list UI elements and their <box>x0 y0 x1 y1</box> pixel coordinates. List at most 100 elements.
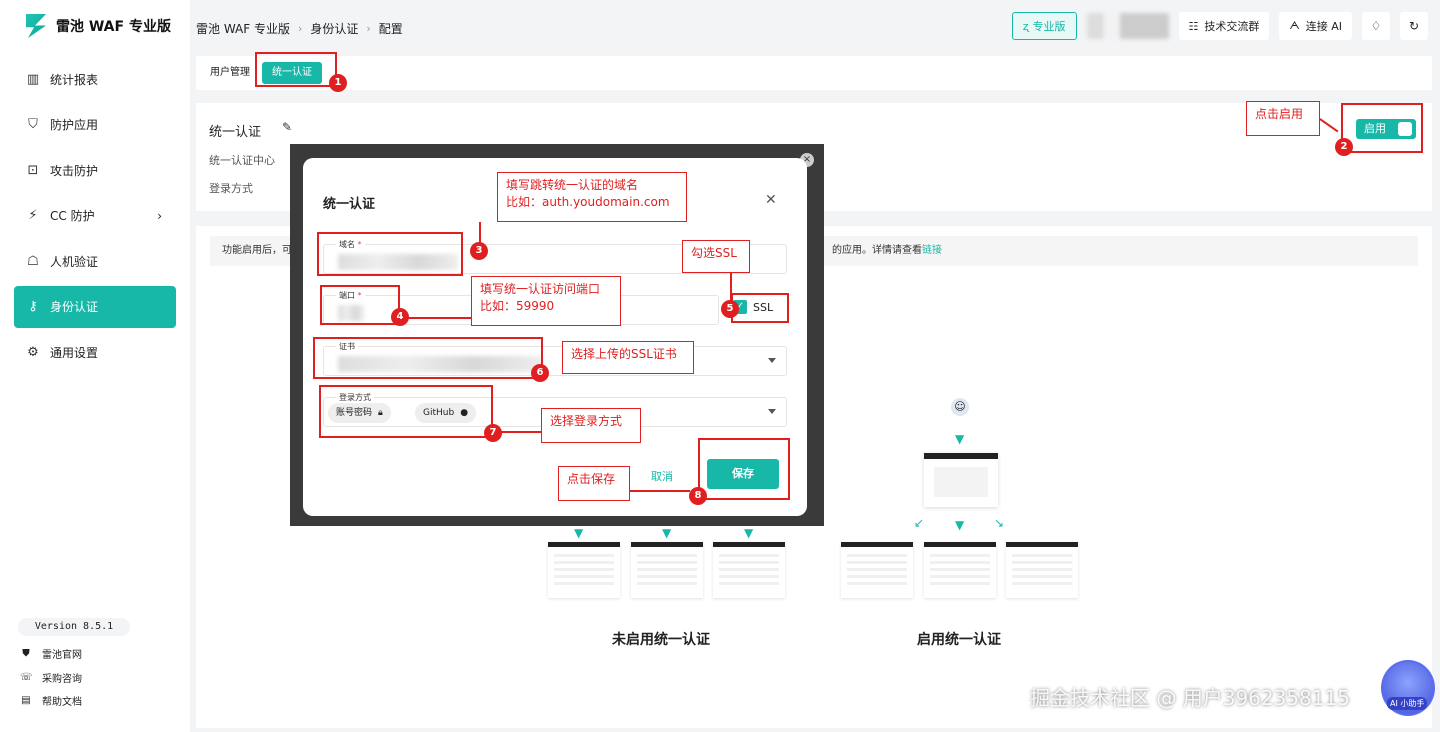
annotation-step-2: 2 <box>1335 138 1353 156</box>
bar-chart-icon: ▥ <box>26 71 40 87</box>
annotation-box-ssl <box>731 293 789 323</box>
annotation-note-save: 点击保存 <box>558 466 630 501</box>
annotation-step-4: 4 <box>391 308 409 326</box>
annotation-box-port <box>320 285 400 325</box>
shield-logo-icon: ⛊ <box>22 648 30 660</box>
footer-link-docs[interactable]: ▤帮助文档 <box>21 695 82 709</box>
arrow-down-icon: ▼ <box>955 432 965 446</box>
sidebar: 雷池 WAF 专业版 ▥统计报表 ⛉防护应用 ⊡攻击防护 ⚡CC 防护› ☖人机… <box>0 0 190 732</box>
domain-value-blurred <box>338 254 458 270</box>
sidebar-item-attack[interactable]: ⊡攻击防护 <box>27 162 99 178</box>
annotation-line <box>493 431 541 433</box>
breadcrumb-item[interactable]: 雷池 WAF 专业版 <box>196 22 290 36</box>
chevron-right-icon: › <box>297 22 303 35</box>
chevron-right-icon: › <box>157 208 162 223</box>
sidebar-nav: ▥统计报表 ⛉防护应用 ⊡攻击防护 ⚡CC 防护› ☖人机验证 ⚷身份认证 ⚙通… <box>14 58 176 377</box>
chip-password[interactable]: 账号密码🔒︎ <box>328 403 391 423</box>
chip-github[interactable]: GitHub● <box>415 403 477 423</box>
diagram-app-screen <box>924 542 996 598</box>
enable-toggle[interactable]: 启用 <box>1356 119 1416 139</box>
annotation-step-6: 6 <box>531 364 549 382</box>
user-account-blurred[interactable] <box>1086 13 1169 39</box>
certificate-select[interactable]: 证书 <box>323 341 787 376</box>
info-text-left: 功能启用后，可 <box>222 245 292 256</box>
sidebar-item-cc[interactable]: ⚡CC 防护› <box>14 195 176 237</box>
docs-link[interactable]: 链接 <box>922 245 942 256</box>
annotation-step-3: 3 <box>470 242 488 260</box>
sidebar-item-stats[interactable]: ▥统计报表 <box>26 71 99 87</box>
annotation-line <box>400 317 472 319</box>
port-value-blurred <box>338 305 364 321</box>
github-icon: ● <box>460 408 469 418</box>
community-button[interactable]: ☷技术交流群 <box>1178 12 1270 40</box>
diagram-label-disabled: 未启用统一认证 <box>612 632 710 648</box>
annotation-step-7: 7 <box>484 424 502 442</box>
modal-title: 统一认证 <box>323 197 376 212</box>
sidebar-item-apps[interactable]: ⛉防护应用 <box>14 104 176 146</box>
info-text-right: 的应用。详情请查看链接 <box>832 245 942 256</box>
arrow-down-icon: ▼ <box>574 526 584 540</box>
config-row-login: 登录方式 <box>209 182 253 195</box>
breadcrumb-item-current: 配置 <box>378 22 403 36</box>
app-logo[interactable]: 雷池 WAF 专业版 <box>24 12 171 40</box>
sidebar-item-captcha[interactable]: ☖人机验证 <box>27 253 99 269</box>
ai-assistant-button[interactable]: AI 小助手 <box>1381 660 1435 716</box>
annotation-note-enable: 点击启用 <box>1246 101 1320 136</box>
cert-value-blurred <box>338 356 543 372</box>
ai-icon: ᗅ <box>1289 19 1300 32</box>
diagram-auth-box <box>924 453 998 507</box>
users-icon: ☷ <box>1188 19 1199 33</box>
domain-field[interactable]: 域名 * <box>323 239 787 274</box>
cancel-button[interactable]: 取消 <box>651 470 673 483</box>
app-name: 雷池 WAF 专业版 <box>56 19 171 35</box>
sidebar-item-auth[interactable]: ⚷身份认证 <box>14 285 176 328</box>
annotation-box-tab <box>255 52 337 87</box>
tab-unified-auth[interactable]: 统一认证 <box>262 62 322 84</box>
annotation-box-domain <box>317 232 463 276</box>
annotation-box-toggle <box>1341 103 1423 153</box>
book-icon: ▤ <box>21 695 31 707</box>
config-row-center: 统一认证中心 <box>209 154 275 167</box>
attack-icon: ⊡ <box>27 162 39 178</box>
annotation-box-cert <box>313 337 543 379</box>
annotation-box-save <box>698 438 790 500</box>
arrow-down-icon: ▼ <box>955 518 965 532</box>
theme-shirt-button[interactable]: ♢ <box>1362 12 1390 40</box>
chevron-right-icon: › <box>366 22 371 35</box>
cert-label: 证书 <box>336 341 358 352</box>
edit-icon[interactable]: ✎ <box>282 120 293 134</box>
safeline-logo-icon <box>24 12 48 40</box>
annotation-box-login <box>319 385 493 438</box>
lock-icon: 🔒︎ <box>378 408 383 418</box>
version-badge: Version 8.5.1 <box>18 618 130 636</box>
key-icon: ⚷ <box>28 299 38 314</box>
diagram-app-screen <box>631 542 703 598</box>
annotation-note-login: 选择登录方式 <box>541 408 641 443</box>
logout-icon: ↻ <box>1408 19 1420 33</box>
arrow-down-icon: ▼ <box>744 526 754 540</box>
breadcrumb: 雷池 WAF 专业版 › 身份认证 › 配置 <box>196 20 403 37</box>
domain-label: 域名 * <box>336 239 365 250</box>
diagram-app-screen <box>841 542 913 598</box>
logout-button[interactable]: ↻ <box>1400 12 1428 40</box>
diagram-app-screen <box>713 542 785 598</box>
arrow-down-icon: ▼ <box>662 526 672 540</box>
login-label: 登录方式 <box>336 392 374 403</box>
annotation-note-port: 填写统一认证访问端口 比如：59990 <box>471 276 621 326</box>
annotation-line <box>479 222 481 250</box>
tab-user-management[interactable]: 用户管理 <box>210 67 250 78</box>
watermark: 掘金技术社区 @ 用户3962358115 <box>1030 686 1350 710</box>
config-title: 统一认证 <box>209 125 262 140</box>
shirt-icon: ♢ <box>1370 19 1382 33</box>
shield-icon: ⛉ <box>28 117 38 132</box>
sidebar-item-settings[interactable]: ⚙通用设置 <box>27 344 99 360</box>
footer-link-purchase[interactable]: ☏采购咨询 <box>20 671 82 685</box>
footer-link-official[interactable]: ⛊雷池官网 <box>20 642 82 666</box>
save-button[interactable]: 保存 <box>707 459 779 489</box>
close-icon[interactable]: ✕ <box>765 192 777 208</box>
breadcrumb-item[interactable]: 身份认证 <box>310 22 359 36</box>
